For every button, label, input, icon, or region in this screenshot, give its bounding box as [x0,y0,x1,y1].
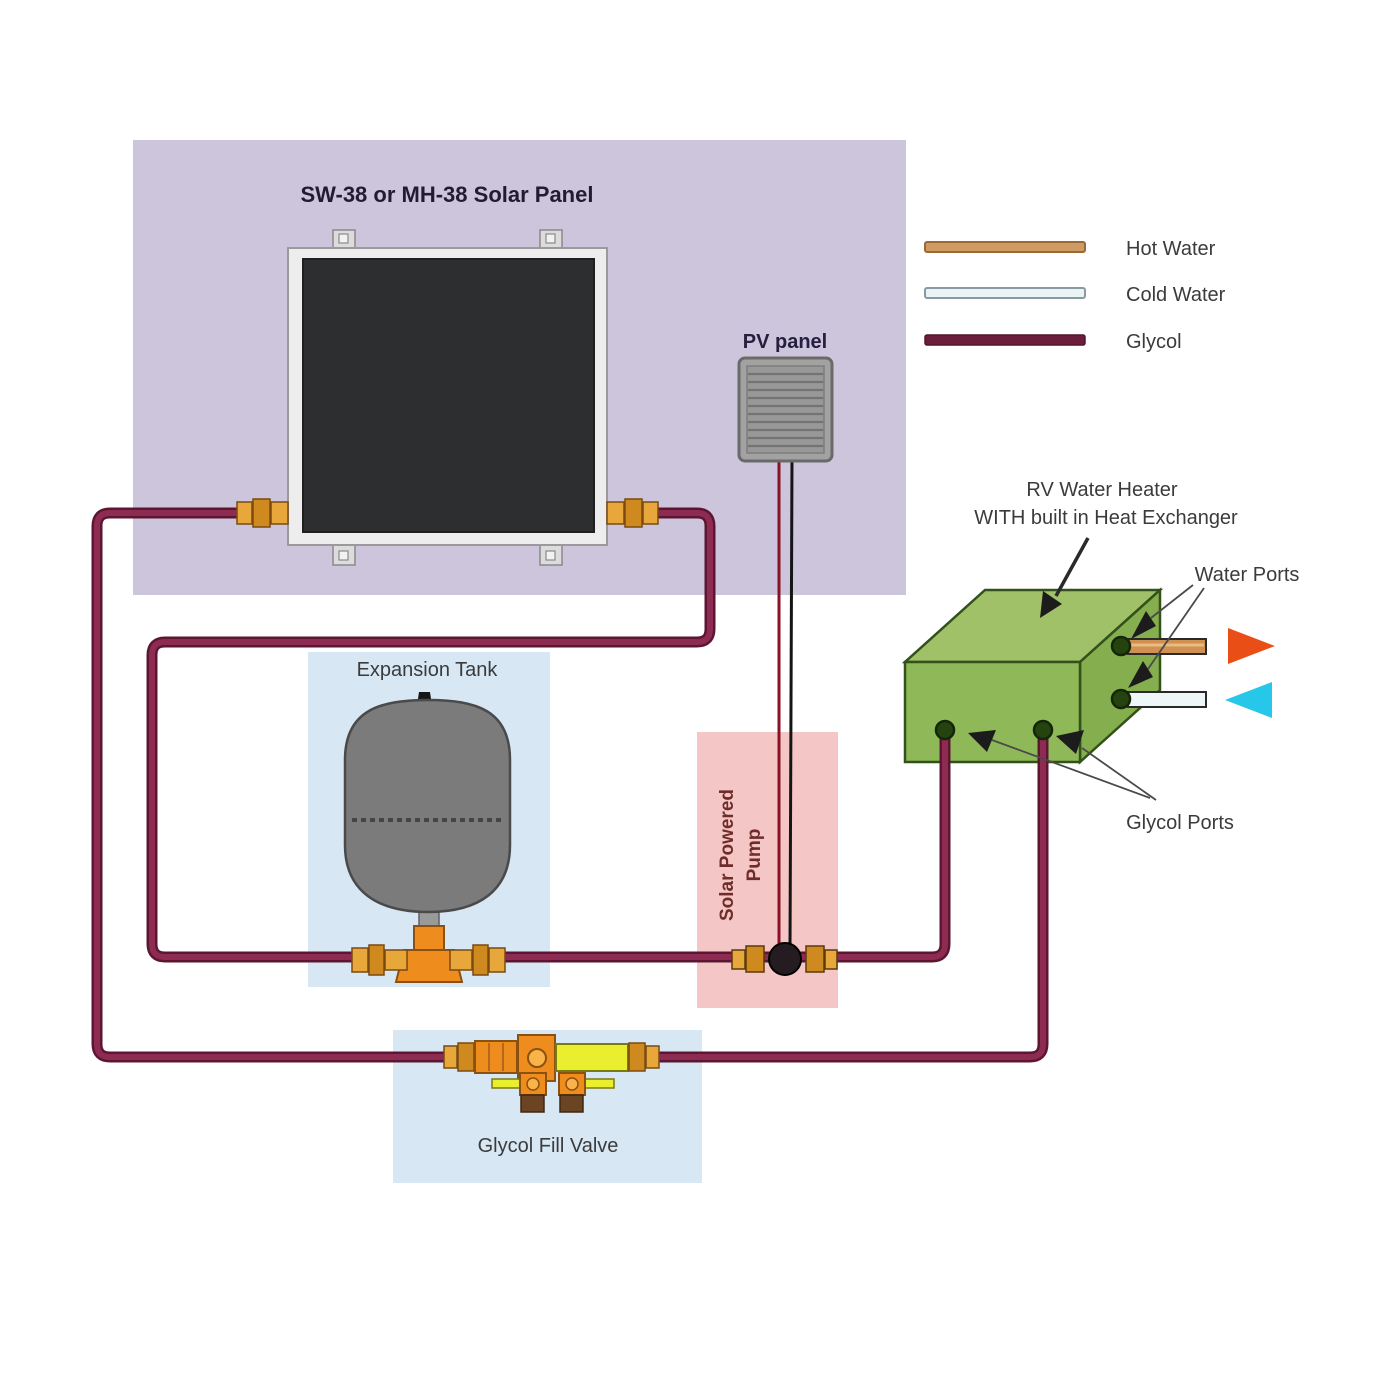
valve-barrel [555,1043,629,1072]
glycol-port-arrow-icon-1 [968,730,996,752]
heater-label-line1: RV Water Heater [1026,479,1178,501]
heater-pointer-line [1054,537,1090,597]
expansion-tank [343,692,512,983]
mount-tab-hole [545,233,556,244]
legend-glycol-line [924,334,1086,346]
water-port-arrow-icon-1 [1131,611,1156,639]
hot-water-port [1110,635,1132,657]
pv-wire-negative [788,457,794,949]
glycol-fill-valve [443,1034,660,1113]
water-port-pointer-1 [1150,584,1194,619]
mount-tab-hole [338,550,349,561]
legend-glycol-label: Glycol [1126,331,1182,353]
glycol-fill-valve-label: Glycol Fill Valve [478,1135,619,1157]
drain-valve-right [558,1072,615,1113]
legend-cold-water-line [924,287,1086,299]
pv-panel-louvers [748,372,823,448]
pv-panel [737,356,834,463]
heater-label-line2: WITH built in Heat Exchanger [974,507,1238,529]
heater-pointer-arrow-icon [1040,591,1062,618]
drain-valve-left [491,1072,547,1113]
glycol-port-pointer-1 [991,739,1151,799]
solar-panel-title: SW-38 or MH-38 Solar Panel [301,182,594,207]
panel-right-fitting [606,498,659,528]
panel-left-fitting [236,498,289,528]
cold-flow-arrow-icon [1225,682,1272,718]
water-ports-label: Water Ports [1195,564,1300,586]
solar-pump [731,942,838,976]
glycol-port-left [934,719,956,741]
glycol-port-pointer-2 [1081,747,1157,801]
pump-label-line1: Solar Powered [717,789,738,921]
glycol-port-right [1032,719,1054,741]
pump-label-line2: Pump [744,829,765,882]
glycol-ports-label: Glycol Ports [1126,812,1234,834]
legend: Hot Water Cold Water Glycol [924,238,1226,353]
tank-body [343,698,512,914]
cold-water-port [1110,688,1132,710]
solar-thermal-panel [236,229,659,566]
pv-panel-label: PV panel [743,331,827,353]
mount-tab-hole [338,233,349,244]
legend-hot-water-line [924,241,1086,253]
cold-water-stub [1127,691,1207,708]
glycol-pipe-supply-loop-core [149,510,948,960]
water-port-arrow-icon-2 [1128,661,1153,688]
panel-absorber [302,258,595,533]
tank-tee-fitting [351,925,506,983]
glycol-piping [91,507,1049,1063]
legend-hot-water-label: Hot Water [1126,238,1216,260]
glycol-port-arrow-icon-2 [1056,730,1084,754]
hot-flow-arrow-icon [1228,628,1275,664]
expansion-tank-label: Expansion Tank [357,659,499,681]
heater-ports [934,628,1275,741]
heater-front-face [903,660,1082,764]
water-port-pointer-2 [1147,587,1205,670]
pump-body [768,942,802,976]
mount-tab-hole [545,550,556,561]
glycol-pipe-return-loop-core [94,510,1046,1060]
pv-panel-cells [746,365,825,454]
annotation-pointers [968,537,1205,801]
legend-cold-water-label: Cold Water [1126,284,1226,306]
